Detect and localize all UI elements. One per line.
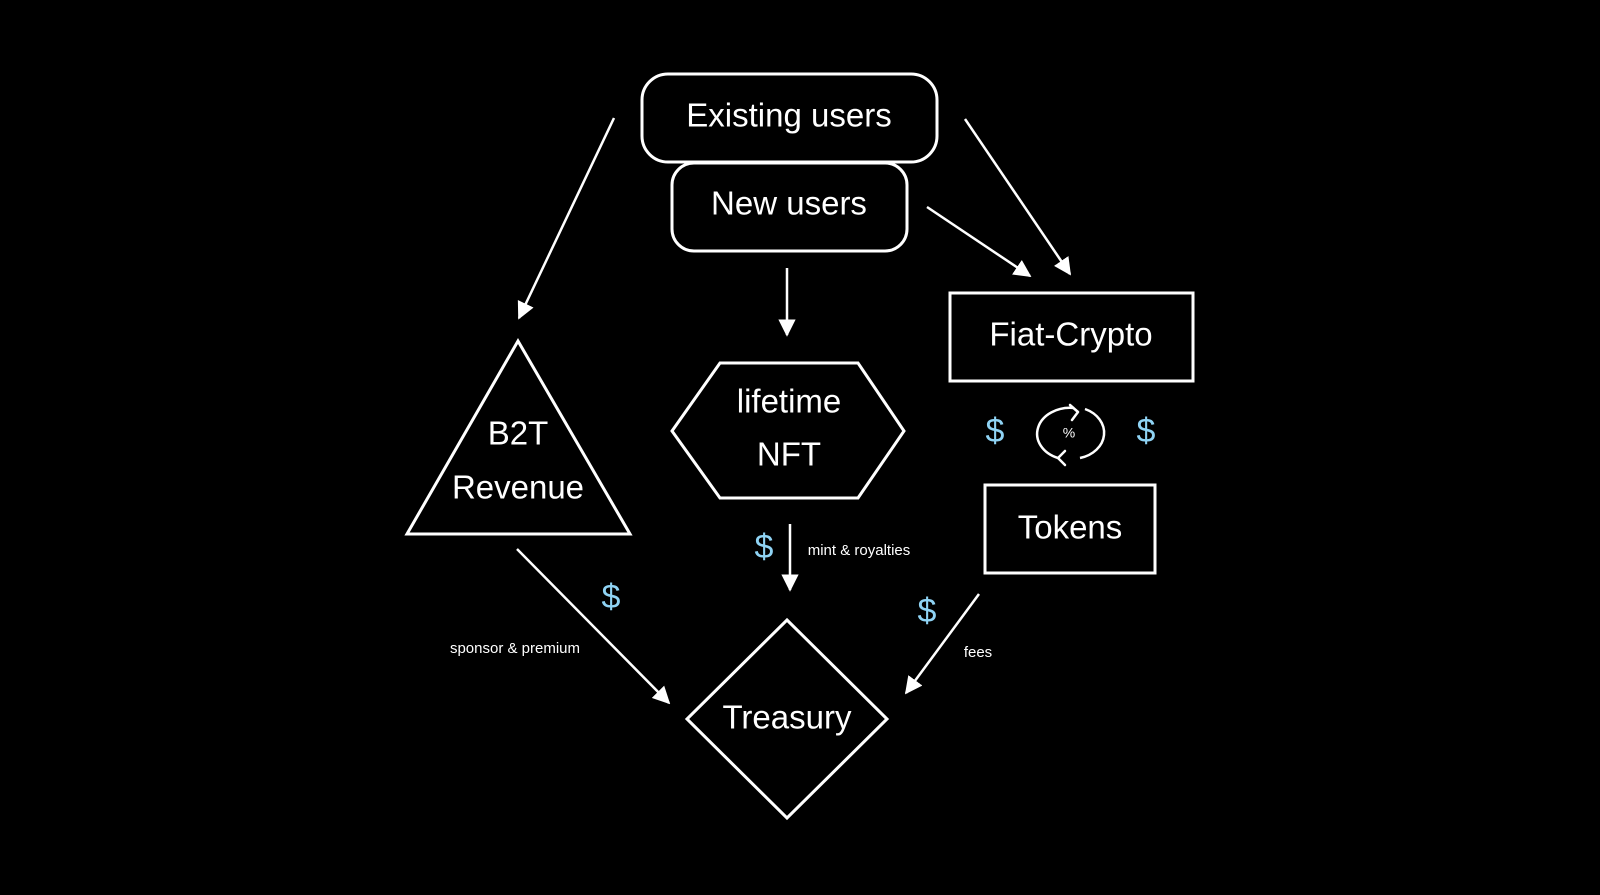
edge-label-sponsor: sponsor & premium xyxy=(450,640,580,657)
lifetime-nft-node: lifetime NFT xyxy=(670,361,906,500)
arrow-new-to-fiat xyxy=(926,205,1032,278)
existing-users-label: Existing users xyxy=(686,97,891,134)
arrow-b2t-to-treasury xyxy=(516,548,671,705)
tokens-node: Tokens xyxy=(983,483,1157,575)
b2t-label-line1: B2T xyxy=(488,415,549,452)
treasury-label: Treasury xyxy=(723,699,852,736)
dollar-icon-sponsor: $ xyxy=(602,578,621,616)
existing-users-node: Existing users xyxy=(640,72,939,164)
arrow-tokens-to-treasury xyxy=(904,593,981,695)
new-users-node: New users xyxy=(670,161,909,253)
fiat-crypto-label: Fiat-Crypto xyxy=(989,316,1152,353)
tokens-label: Tokens xyxy=(1018,509,1123,546)
treasury-node: Treasury xyxy=(684,617,890,821)
dollar-icon-fiat-right: $ xyxy=(1137,412,1156,450)
new-users-label: New users xyxy=(711,185,867,222)
dollar-icon-mint: $ xyxy=(755,528,774,566)
b2t-label-line2: Revenue xyxy=(452,469,584,506)
nft-label-line1: lifetime xyxy=(737,383,842,420)
edge-label-mint: mint & royalties xyxy=(808,542,911,559)
arrow-existing-to-fiat xyxy=(963,118,1072,276)
percent-symbol: % xyxy=(1063,425,1075,441)
nft-label-line2: NFT xyxy=(757,436,821,473)
dollar-icon-fiat-left: $ xyxy=(986,412,1005,450)
exchange-cycle-icon: % xyxy=(1035,403,1106,467)
fiat-crypto-node: Fiat-Crypto xyxy=(948,291,1195,383)
dollar-icon-fees: $ xyxy=(918,592,937,630)
edge-label-fees: fees xyxy=(964,644,992,661)
b2t-revenue-node: B2T Revenue xyxy=(404,338,633,536)
arrow-existing-to-b2t xyxy=(517,117,616,320)
